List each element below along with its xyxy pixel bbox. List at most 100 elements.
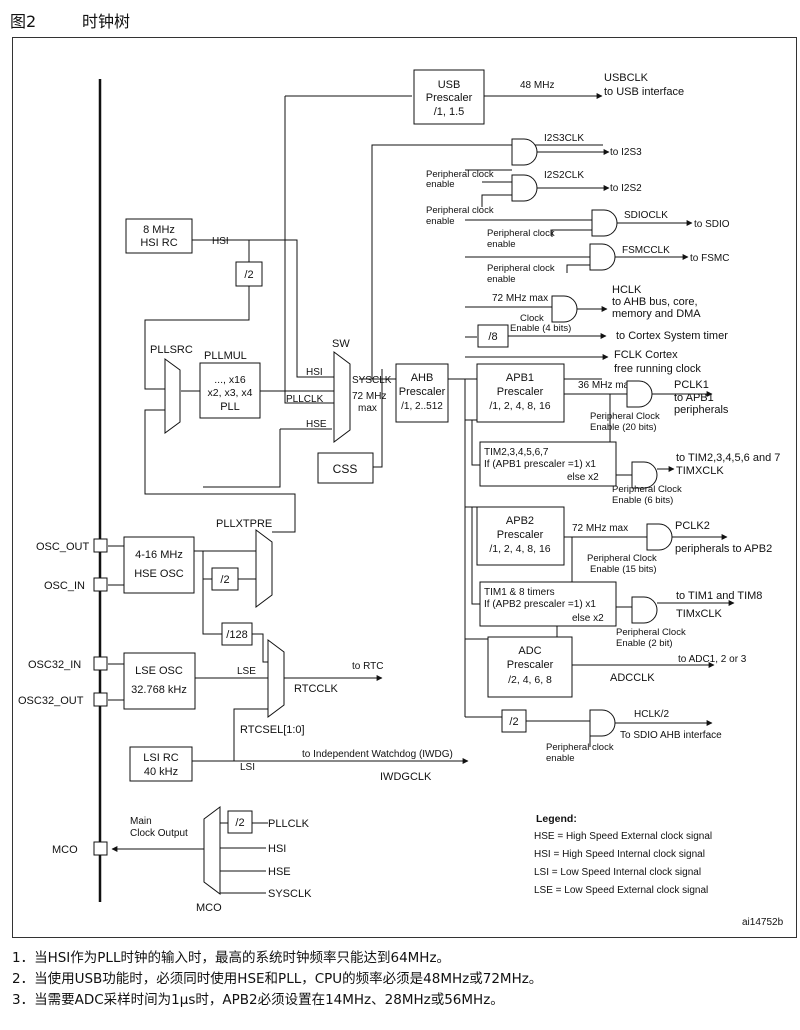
pce15-label2: Enable (15 bits) [590, 564, 657, 575]
apb2-timer-block: TIM1 & 8 timers If (APB2 prescaler =1) x… [479, 581, 617, 627]
hse-osc-freq: 4-16 MHz [135, 549, 183, 561]
figure-caption: 时钟树 [82, 12, 131, 31]
apb2-freq-label: 72 MHz max [572, 523, 628, 534]
rtcsel-mux [267, 639, 285, 718]
clock-tree-svg: USB Prescaler /1, 1.5 48 MHz USBCLK to U… [12, 37, 797, 938]
hse-osc-name: HSE OSC [134, 568, 184, 580]
cortex-timer-label: to Cortex System timer [616, 330, 728, 342]
apb1-line2: Prescaler [497, 386, 544, 398]
footnotes: 1．当HSI作为PLL时钟的输入时，最高的系统时钟频率只能达到64MHz。 2．… [12, 948, 792, 1011]
ahb-prescaler-block: AHB Prescaler /1, 2..512 [395, 363, 449, 423]
to-sdio-label: to SDIO [694, 219, 730, 230]
timxclk2-label: TIMxCLK [676, 608, 723, 620]
ahb-line3: /1, 2..512 [401, 401, 443, 412]
apb1-timer-rule: If (APB1 prescaler =1) x1 [484, 459, 596, 470]
sysclk-label: SYSCLK [352, 375, 392, 386]
pllsrc-mux [164, 358, 181, 434]
pce15-label: Peripheral Clock [587, 553, 657, 564]
ahb-line1: AHB [411, 372, 434, 384]
mco-input-hse: HSE [268, 866, 291, 878]
hclk-dest-label: to AHB bus, core, [612, 296, 698, 308]
div128-label: /128 [226, 629, 247, 641]
figure-number: 图2 [10, 12, 37, 31]
lse-osc-block: LSE OSC 32.768 kHz [123, 652, 196, 710]
adc-line2: Prescaler [507, 659, 554, 671]
diagram-border [12, 37, 797, 938]
to-iwdg-label: to Independent Watchdog (IWDG) [302, 749, 453, 760]
adc-line1: ADC [518, 645, 541, 657]
hse-div2-block: /2 [211, 567, 239, 591]
adcclk-label: ADCCLK [610, 672, 655, 684]
pclk1-dest: to APB1 [674, 392, 714, 404]
hclk2-gate [589, 709, 616, 737]
sw-hsi-label: HSI [306, 367, 323, 378]
legend: Legend: HSE = High Speed External clock … [534, 813, 712, 896]
pclk2-dest: peripherals to APB2 [675, 543, 772, 555]
to-fsmc-label: to FSMC [690, 253, 729, 264]
pce6-label: Peripheral Clock [612, 484, 682, 495]
adc-prescaler-block: ADC Prescaler /2, 4, 6, 8 [487, 636, 573, 698]
pll-mul-range: ..., x16 [214, 374, 246, 386]
fclk-label: FCLK Cortex [614, 349, 678, 361]
pclk1-gate [626, 380, 653, 408]
hsi-div2-block: /2 [235, 261, 263, 287]
fsmc-gate [589, 243, 616, 271]
sysclk-freq-label: 72 MHz [352, 391, 386, 402]
ahb-enable-label: Peripheral clock [546, 742, 614, 753]
hsi-rc-name: HSI RC [140, 237, 177, 249]
timxclk1-dest: to TIM2,3,4,5,6 and 7 [676, 452, 780, 464]
pin-osc-out-label: OSC_OUT [36, 541, 89, 553]
rtcsel-label: RTCSEL[1:0] [240, 724, 305, 736]
hsi-rc-freq: 8 MHz [143, 224, 175, 236]
sdio-enable-label: Peripheral clock [487, 228, 555, 239]
pclk2-gate [646, 523, 673, 551]
pll-mul-values: x2, x3, x4 [208, 387, 253, 399]
pllsrc-label: PLLSRC [150, 344, 193, 356]
clock-enable-label2: Enable (4 bits) [510, 323, 571, 334]
rtcclk-label: RTCCLK [294, 683, 338, 695]
pin-mco: MCO [52, 841, 108, 856]
footnote-3: 3．当需要ADC采样时间为1μs时，APB2必须设置在14MHz、28MHz或5… [12, 992, 504, 1008]
pce2-label: Peripheral Clock [616, 627, 686, 638]
to-rtc-label: to RTC [352, 661, 384, 672]
apb2-line2: Prescaler [497, 529, 544, 541]
pll-name: PLL [220, 401, 240, 413]
hsi-rc-block: 8 MHz HSI RC [125, 218, 193, 254]
legend-hse: HSE = High Speed External clock signal [534, 831, 712, 842]
hclk-freq-label: 72 MHz max [492, 293, 548, 304]
pin-osc32-out: OSC32_OUT [18, 692, 108, 707]
iwdgclk-label: IWDGCLK [380, 771, 432, 783]
apb1-line3: /1, 2, 4, 8, 16 [489, 400, 550, 412]
pclk1-label: PCLK1 [674, 379, 709, 391]
fsmc-enable-label: Peripheral clock [487, 263, 555, 274]
mco-div2-block: /2 [227, 810, 253, 834]
apb1-line1: APB1 [506, 372, 534, 384]
lsi-rc-name: LSI RC [143, 752, 179, 764]
mco-mux-label: MCO [196, 902, 222, 914]
usbclk-dest-label: to USB interface [604, 86, 684, 98]
css-block: CSS [317, 452, 374, 484]
pllxtpre-label: PLLXTPRE [216, 518, 272, 530]
footnote-1: 1．当HSI作为PLL时钟的输入时，最高的系统时钟频率只能达到64MHz。 [12, 950, 451, 966]
hsi-div2-label: /2 [244, 269, 253, 281]
clock-enable-label: Clock [520, 313, 544, 324]
lse-osc-freq: 32.768 kHz [131, 684, 187, 696]
div8-label: /8 [488, 331, 497, 343]
sw-hse-label: HSE [306, 419, 327, 430]
hclk-dest-label2: memory and DMA [612, 308, 701, 320]
css-label: CSS [333, 462, 358, 476]
usb-prescaler-line3: /1, 1.5 [434, 106, 465, 118]
sysclk-freq-label2: max [358, 403, 377, 414]
apb2-line3: /1, 2, 4, 8, 16 [489, 543, 550, 555]
pin-osc32-in: OSC32_IN [28, 656, 108, 671]
to-i2s3-label: to I2S3 [610, 147, 642, 158]
usb-prescaler-block: USB Prescaler /1, 1.5 [413, 69, 485, 125]
i2s3-enable-label: Peripheral clock [426, 169, 494, 180]
pce2-label2: Enable (2 bit) [616, 638, 673, 649]
ahb-line2: Prescaler [399, 386, 446, 398]
pllmul-label: PLLMUL [204, 350, 247, 362]
hclk-gate [551, 295, 578, 323]
clock-tree-diagram: USB Prescaler /1, 1.5 48 MHz USBCLK to U… [12, 37, 798, 940]
apb1-timer-else: else x2 [567, 472, 599, 483]
to-adc-label: to ADC1, 2 or 3 [678, 654, 747, 665]
